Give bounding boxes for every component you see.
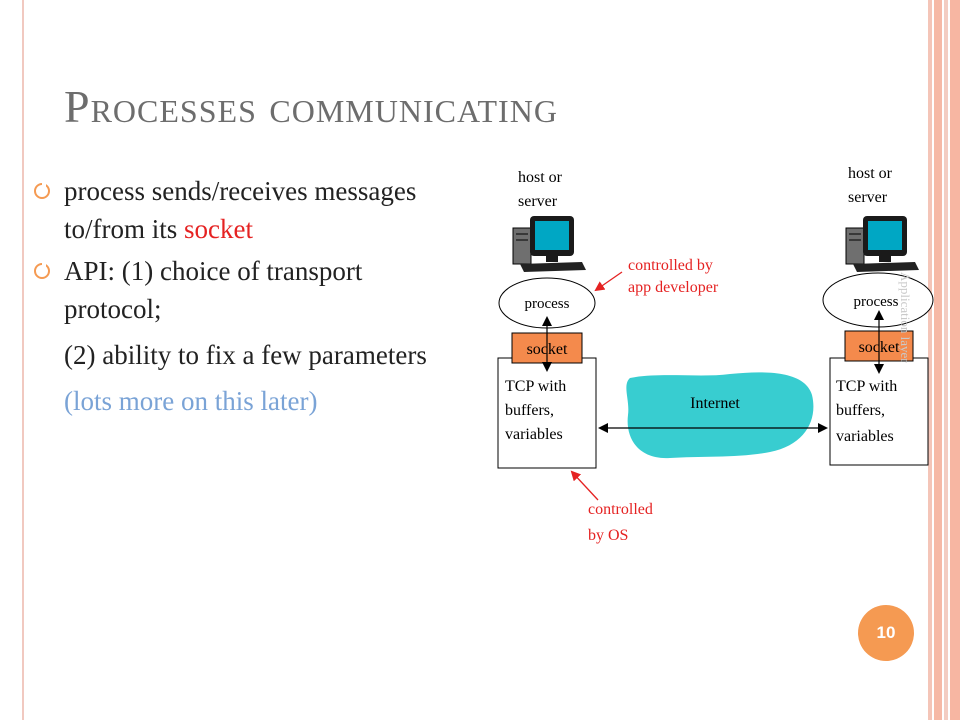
bullet-highlight-socket: socket	[184, 214, 253, 244]
annotation-os-line2: by OS	[588, 527, 628, 544]
right-host-label-line1: host or	[848, 165, 893, 182]
internet-label: Internet	[690, 395, 740, 412]
page-number-badge: 10	[858, 605, 914, 661]
sub-line-parameters: (2) ability to fix a few parameters	[64, 340, 427, 370]
right-computer-icon	[845, 216, 919, 272]
left-tcp-line2: buffers,	[505, 402, 554, 419]
internet-cloud	[626, 372, 814, 459]
bullet-item-api: API: (1) choice of transport protocol;	[30, 252, 450, 328]
annotation-app-line2: app developer	[628, 279, 719, 296]
annotation-os-arrow	[570, 470, 599, 501]
sub-line-later: (lots more on this later)	[64, 386, 318, 416]
right-process-label: process	[854, 294, 899, 310]
left-process-label: process	[525, 296, 570, 312]
right-tcp-line1: TCP with	[836, 378, 897, 395]
left-host-label-line2: server	[518, 193, 558, 210]
bullet-marker-icon	[34, 183, 50, 199]
faint-vertical-label: Application layer	[898, 272, 913, 363]
left-host-label-line1: host or	[518, 169, 563, 186]
bullet-item-socket: process sends/receives messages to/from …	[30, 172, 450, 248]
left-tcp-line1: TCP with	[505, 378, 566, 395]
left-tcp-box	[497, 357, 597, 469]
annotation-os-line1: controlled	[588, 501, 653, 518]
right-tcp-line3: variables	[836, 428, 894, 445]
bullet-text: API: (1) choice of transport protocol;	[64, 256, 363, 324]
annotation-app-line1: controlled by	[628, 257, 713, 274]
right-tcp-line2: buffers,	[836, 402, 885, 419]
annotation-app-arrow	[594, 271, 623, 292]
bullet-marker-icon	[34, 263, 50, 279]
left-border-rule	[22, 0, 24, 720]
slide-title: Processes communicating	[64, 81, 558, 132]
bullet-text: process sends/receives messages to/from …	[64, 176, 417, 244]
right-tcp-box	[829, 357, 929, 466]
left-tcp-line3: variables	[505, 426, 563, 443]
right-border-stripes	[928, 0, 960, 720]
bullet-list: process sends/receives messages to/from …	[30, 172, 450, 420]
right-host-label-line2: server	[848, 189, 888, 206]
left-computer-icon	[512, 216, 586, 272]
